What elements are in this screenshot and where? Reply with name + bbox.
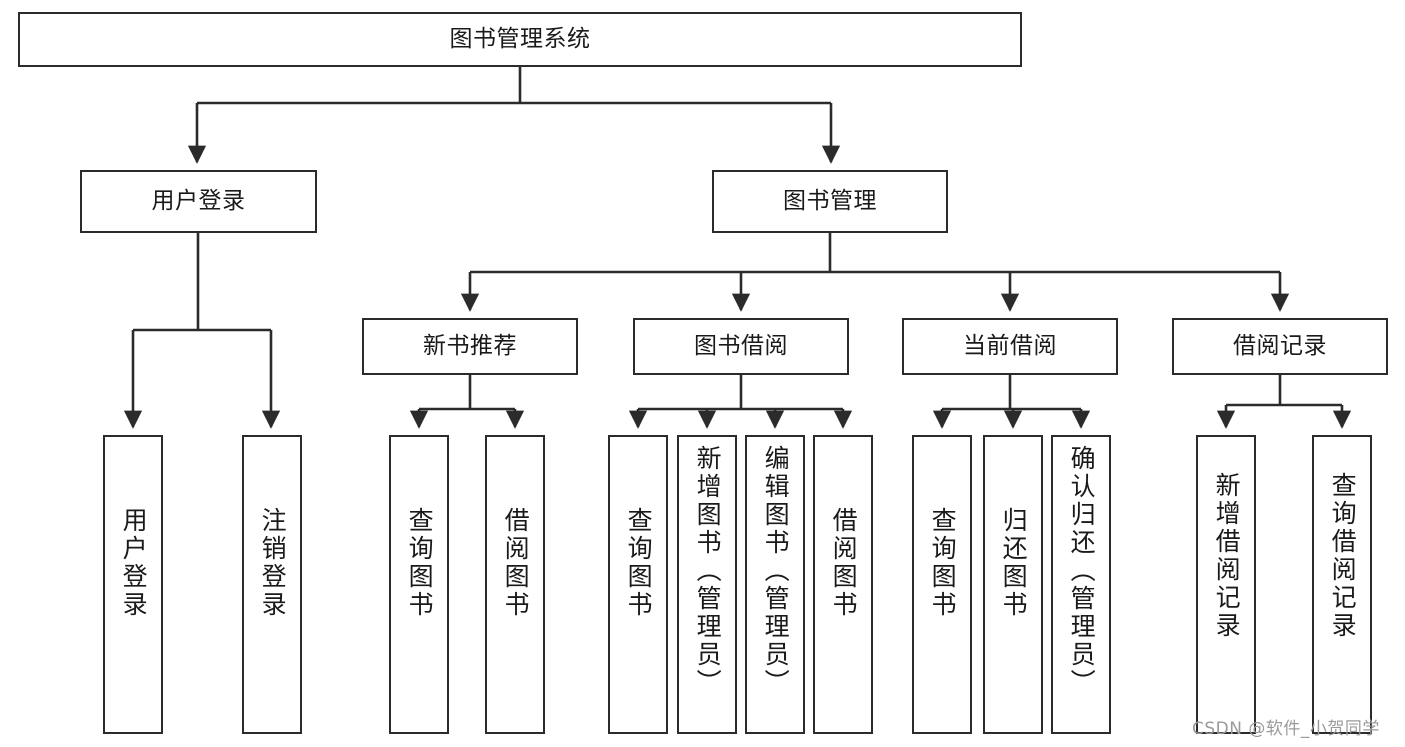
node-leaf-query-book-current[interactable]: 查询图书 (912, 435, 972, 734)
node-leaf-query-book-borrow[interactable]: 查询图书 (608, 435, 668, 734)
node-leaf-user-login[interactable]: 用户登录 (103, 435, 163, 734)
node-leaf-query-book-rec-label: 查询图书 (405, 507, 435, 619)
node-borrow-record[interactable]: 借阅记录 (1172, 318, 1388, 375)
node-leaf-borrow-book[interactable]: 借阅图书 (813, 435, 873, 734)
node-leaf-borrow-book-rec-label: 借阅图书 (501, 507, 531, 619)
node-book-borrow[interactable]: 图书借阅 (633, 318, 849, 375)
node-leaf-confirm-return-label: 确认归还（管理员） (1067, 445, 1097, 697)
node-root[interactable]: 图书管理系统 (18, 12, 1022, 67)
node-leaf-logout-label: 注销登录 (258, 507, 288, 619)
node-leaf-edit-book[interactable]: 编辑图书（管理员） (745, 435, 805, 734)
node-new-book-rec[interactable]: 新书推荐 (362, 318, 578, 375)
node-user-login[interactable]: 用户登录 (80, 170, 317, 233)
node-current-borrow[interactable]: 当前借阅 (902, 318, 1118, 375)
node-root-label: 图书管理系统 (449, 25, 591, 52)
node-leaf-add-record-label: 新增借阅记录 (1212, 472, 1242, 640)
node-leaf-add-book-label: 新增图书（管理员） (693, 445, 723, 697)
node-leaf-return-book-label: 归还图书 (999, 507, 1029, 619)
node-leaf-logout[interactable]: 注销登录 (242, 435, 302, 734)
node-leaf-query-book-rec[interactable]: 查询图书 (389, 435, 449, 734)
csdn-watermark: CSDN @软件_小贺同学 (1192, 719, 1380, 739)
node-leaf-query-record-label: 查询借阅记录 (1328, 472, 1358, 640)
node-leaf-edit-book-label: 编辑图书（管理员） (761, 445, 791, 697)
node-leaf-confirm-return[interactable]: 确认归还（管理员） (1051, 435, 1111, 734)
node-user-login-label: 用户登录 (151, 187, 246, 214)
node-leaf-add-book[interactable]: 新增图书（管理员） (677, 435, 737, 734)
node-leaf-query-book-current-label: 查询图书 (928, 507, 958, 619)
node-leaf-borrow-book-rec[interactable]: 借阅图书 (485, 435, 545, 734)
node-leaf-query-record[interactable]: 查询借阅记录 (1312, 435, 1372, 734)
node-new-book-rec-label: 新书推荐 (423, 332, 517, 359)
node-leaf-return-book[interactable]: 归还图书 (983, 435, 1043, 734)
node-leaf-borrow-book-label: 借阅图书 (829, 507, 859, 619)
node-book-manage[interactable]: 图书管理 (712, 170, 948, 233)
node-borrow-record-label: 借阅记录 (1233, 332, 1327, 359)
node-book-borrow-label: 图书借阅 (694, 332, 788, 359)
node-book-manage-label: 图书管理 (783, 187, 877, 214)
node-leaf-user-login-label: 用户登录 (119, 507, 149, 619)
node-leaf-add-record[interactable]: 新增借阅记录 (1196, 435, 1256, 734)
node-leaf-query-book-borrow-label: 查询图书 (624, 507, 654, 619)
node-current-borrow-label: 当前借阅 (963, 332, 1057, 359)
